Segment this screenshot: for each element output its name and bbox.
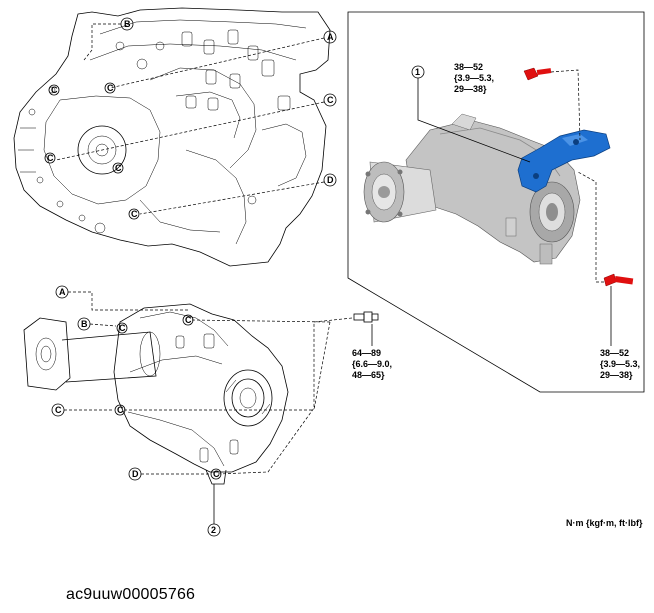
- part-2-text: 2: [211, 525, 216, 535]
- figure-id: ac9uuw00005766: [66, 586, 196, 603]
- torque-lower-line-2: {3.9—5.3,: [600, 359, 640, 369]
- torque-mount: 64—89 {6.6—9.0, 48—65}: [352, 348, 392, 380]
- bolt-marker-text: C: [119, 323, 126, 333]
- red-bolt-upper: [523, 67, 581, 141]
- bolt-marker-c-case-3: C: [44, 152, 56, 164]
- callout-b-top: B: [83, 17, 134, 61]
- transaxle-case-drawing: C C C C C: [13, 7, 331, 267]
- bolt-marker-c-case-4: C: [112, 162, 124, 174]
- torque-unit-label: N·m {kgf·m, ft·lbf}: [566, 518, 643, 528]
- callout-a-top: A: [109, 30, 337, 89]
- torque-upper-line-3: 29—38}: [454, 84, 487, 94]
- case-bosses: [28, 29, 291, 234]
- bolt-marker-text: C: [117, 405, 124, 415]
- bolt-marker-text: C: [107, 83, 114, 93]
- transfer-line-drawing: C C C C: [23, 303, 289, 485]
- part-1-text: 1: [415, 67, 420, 77]
- bolt-marker-c-case-1: C: [48, 84, 60, 96]
- bolt-marker-c-case-2: C: [104, 82, 116, 94]
- torque-upper-line-1: 38—52: [454, 62, 483, 72]
- bolt-marker-c-unit-1: C: [116, 322, 128, 334]
- callout-c-text: C: [55, 405, 62, 415]
- callout-d-bottom: D: [128, 467, 210, 481]
- bolt-marker-text: C: [47, 153, 54, 163]
- callout-c-text: C: [327, 95, 334, 105]
- transfer-unit-render: [363, 113, 611, 265]
- callout-a-bottom: A: [55, 285, 188, 311]
- bolt-marker-text: C: [115, 163, 122, 173]
- mount-bolt-links: [124, 317, 353, 475]
- part-2-callout: 2: [207, 484, 221, 537]
- callout-c-bottom: C: [51, 403, 114, 417]
- torque-mount-line-1: 64—89: [352, 348, 381, 358]
- blue-bracket: [517, 129, 611, 193]
- torque-upper: 38—52 {3.9—5.3, 29—38}: [454, 62, 494, 94]
- detail-inset: [347, 11, 645, 393]
- callout-b-bottom: B: [77, 317, 117, 331]
- callout-d-text: D: [132, 469, 139, 479]
- bolt-marker-text: C: [213, 469, 220, 479]
- callout-a-text: A: [327, 32, 334, 42]
- part-1-callout: 1: [411, 65, 531, 163]
- bolt-marker-c-unit-2: C: [182, 314, 194, 326]
- torque-lower: 38—52 {3.9—5.3, 29—38}: [600, 286, 640, 380]
- bolt-marker-text: C: [185, 315, 192, 325]
- bolt-marker-c-unit-3: C: [114, 404, 126, 416]
- callout-a-text: A: [59, 287, 66, 297]
- mount-bolt: [353, 311, 379, 346]
- callout-d-top: D: [139, 173, 337, 215]
- red-bolt-lower: [577, 171, 634, 287]
- bolt-marker-c-case-5: C: [128, 208, 140, 220]
- torque-lower-line-1: 38—52: [600, 348, 629, 358]
- callout-b-text: B: [81, 319, 88, 329]
- torque-upper-line-2: {3.9—5.3,: [454, 73, 494, 83]
- callout-d-text: D: [327, 175, 334, 185]
- bolt-marker-text: C: [51, 85, 58, 95]
- torque-mount-line-3: 48—65}: [352, 370, 385, 380]
- torque-mount-line-2: {6.6—9.0,: [352, 359, 392, 369]
- torque-lower-line-3: 29—38}: [600, 370, 633, 380]
- callout-b-text: B: [124, 19, 131, 29]
- callout-c-top: C: [55, 93, 337, 161]
- bolt-marker-text: C: [131, 209, 138, 219]
